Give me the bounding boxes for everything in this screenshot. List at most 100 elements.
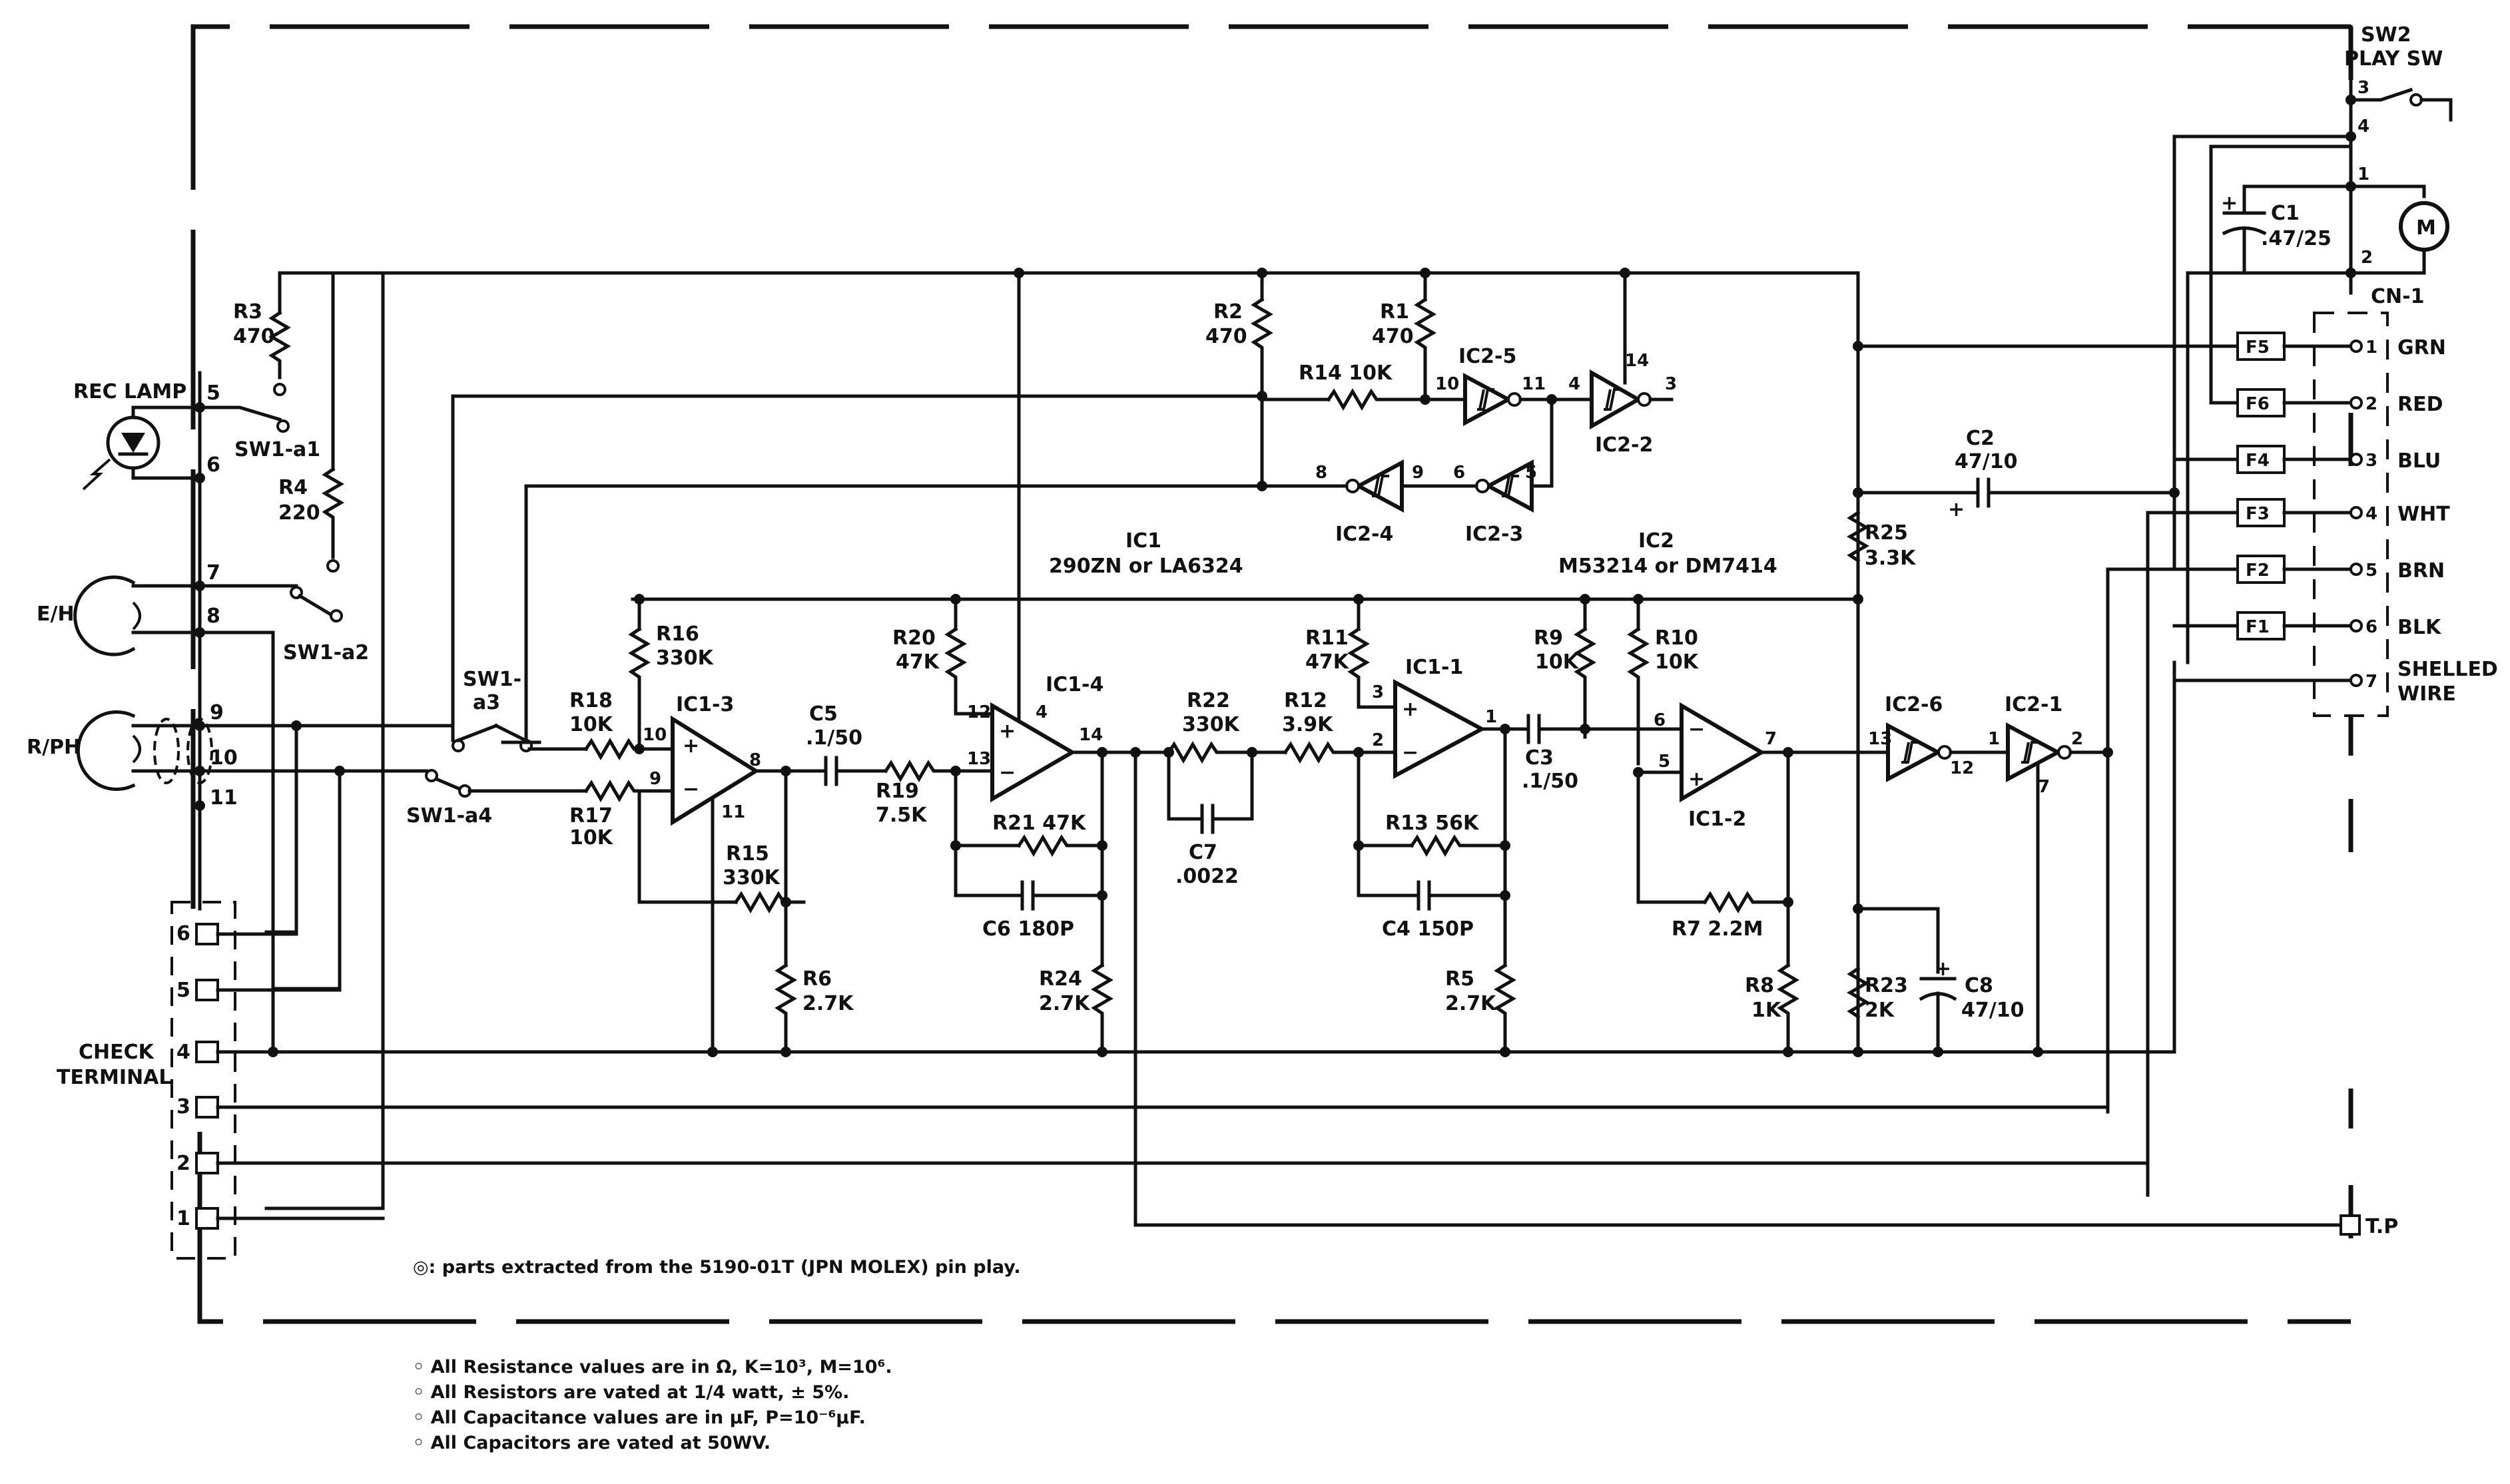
- svg-text:.1/50: .1/50: [806, 726, 862, 750]
- note-1: ◦ All Resistance values are in Ω, K=10³,…: [413, 1357, 892, 1377]
- r25-label: R25: [1865, 521, 1908, 545]
- note-4: ◦ All Capacitors are vated at 50WV.: [413, 1433, 771, 1453]
- notes: ◎: parts extracted from the 5190-01T (JP…: [413, 1257, 1021, 1453]
- sw1-section: R3 470 SW1-a1 R4 220 SW1-a2 SW1- a3: [198, 271, 1264, 1210]
- sw1-a2-label: SW1-a2: [283, 641, 369, 664]
- svg-text:11: 11: [1522, 374, 1546, 394]
- svg-text:12: 12: [1950, 758, 1974, 778]
- r6-label: R6: [802, 967, 832, 991]
- check-pin-5: 5: [176, 979, 342, 1002]
- svg-text:2: 2: [2071, 729, 2083, 749]
- svg-text:470: 470: [1372, 325, 1414, 348]
- cn1-row-shelled: 7 SHELLED WIRE: [2172, 658, 2498, 706]
- svg-text:SHELLED: SHELLED: [2397, 658, 2498, 681]
- svg-text:4: 4: [1036, 702, 1048, 722]
- svg-text:−: −: [1402, 741, 1418, 764]
- c3-label: C3: [1525, 746, 1554, 770]
- ic2-top-chain: R2 470 R1 470 R14 10K IC2-5 10 11 IC2-2 …: [1205, 268, 1677, 546]
- ic2-6-label: IC2-6: [1885, 693, 1943, 716]
- svg-text:3: 3: [1372, 682, 1384, 702]
- svg-text:13: 13: [1868, 729, 1892, 749]
- svg-text:6: 6: [2365, 617, 2377, 637]
- svg-text:10K: 10K: [569, 713, 614, 736]
- svg-text:7: 7: [1765, 729, 1777, 749]
- r10-label: R10: [1655, 626, 1698, 650]
- r24-label: R24: [1039, 967, 1082, 991]
- wire-blu: BLU: [2397, 449, 2441, 473]
- svg-text:WIRE: WIRE: [2397, 682, 2456, 706]
- r8-label: R8: [1745, 974, 1774, 997]
- c6-label: C6 180P: [982, 917, 1074, 941]
- r13-label: R13 56K: [1385, 812, 1480, 835]
- wire-brn: BRN: [2397, 559, 2445, 583]
- svg-text:2.7K: 2.7K: [1445, 992, 1497, 1015]
- ic2-1-label: IC2-1: [2005, 693, 2062, 716]
- check-terminal-label-2: TERMINAL: [57, 1066, 172, 1089]
- check-terminal-label-1: CHECK: [79, 1041, 155, 1064]
- svg-text:+: +: [683, 734, 699, 758]
- svg-text:4: 4: [176, 1041, 190, 1064]
- svg-text:1: 1: [176, 1207, 190, 1230]
- ic1-2-stage: R9 10K R10 10K − + IC1-2 6 5 7 R7 2.2M R…: [1534, 594, 1890, 1057]
- svg-text:9: 9: [649, 769, 661, 789]
- svg-text:+: +: [999, 720, 1016, 743]
- svg-text:10K: 10K: [1535, 650, 1580, 674]
- ic2-label: IC2: [1638, 529, 1674, 553]
- eh-label: E/H: [37, 603, 75, 626]
- svg-text:8: 8: [1315, 463, 1327, 483]
- svg-text:+: +: [2221, 192, 2238, 215]
- cn1-row-blu: F4 3 BLU: [2172, 445, 2441, 474]
- svg-text:3: 3: [2365, 451, 2377, 471]
- ic1-1-stage: R11 47K + − IC1-1 3 2 1 R13 56K C4 150P …: [1305, 594, 1647, 1057]
- svg-text:6: 6: [1654, 710, 1666, 730]
- svg-text:1: 1: [1988, 729, 2000, 749]
- svg-text:3.3K: 3.3K: [1865, 547, 1917, 570]
- c8-label: C8: [1965, 974, 1993, 997]
- svg-text:6: 6: [1453, 463, 1465, 483]
- svg-text:2: 2: [1372, 730, 1384, 750]
- svg-text:13: 13: [967, 749, 991, 769]
- check-pin-2: 2: [176, 1152, 2150, 1175]
- svg-text:11: 11: [721, 802, 745, 822]
- svg-text:F1: F1: [2246, 617, 2270, 637]
- ic1-1-opamp: [1393, 678, 1486, 780]
- svg-text:14: 14: [1079, 725, 1103, 745]
- c7-label: C7: [1189, 841, 1217, 864]
- svg-text:5: 5: [1658, 752, 1670, 772]
- sw2-sub-label: PLAY SW: [2344, 47, 2443, 71]
- wire-blk: BLK: [2397, 616, 2442, 639]
- svg-text:6: 6: [176, 922, 190, 945]
- svg-text:1: 1: [2365, 338, 2377, 358]
- r9-label: R9: [1534, 626, 1563, 650]
- ic1-4-opamp: [990, 702, 1076, 803]
- r15-label: R15: [726, 842, 769, 866]
- svg-text:7: 7: [2038, 777, 2050, 797]
- wire-wht: WHT: [2397, 503, 2450, 526]
- ic1-part: 290ZN or LA6324: [1049, 555, 1243, 578]
- ic1-label: IC1: [1125, 529, 1161, 553]
- wire-grn: GRN: [2397, 336, 2446, 360]
- svg-text:F5: F5: [2246, 338, 2270, 358]
- svg-text:2.7K: 2.7K: [1039, 992, 1091, 1015]
- ic1-4-label: IC1-4: [1046, 673, 1103, 696]
- cn1-connector: CN-1 F5 1 GRN F6 2 RED F4: [1133, 144, 2498, 1322]
- svg-text:.1/50: .1/50: [1522, 770, 1578, 793]
- r2-label: R2: [1213, 300, 1243, 324]
- r17-label: R17: [569, 804, 613, 828]
- cn1-row-grn: F5 1 GRN: [1856, 332, 2446, 361]
- svg-text:330K: 330K: [723, 866, 781, 889]
- svg-text:+: +: [1948, 498, 1965, 521]
- svg-text:330K: 330K: [1182, 713, 1241, 736]
- r16-label: R16: [656, 622, 699, 646]
- c5-label: C5: [809, 702, 838, 726]
- r14-label: R14 10K: [1299, 362, 1393, 385]
- ic-part-labels: IC1 290ZN or LA6324 IC2 M53214 or DM7414: [1049, 529, 1777, 578]
- svg-text:2: 2: [176, 1152, 190, 1175]
- cn1-row-wht: F3 4 WHT: [2146, 498, 2450, 1197]
- r3-label: R3: [233, 300, 262, 324]
- ic1-3-stage: R18 10K R17 10K R16 330K R15 330K + − IC…: [569, 594, 969, 1057]
- svg-text:47/10: 47/10: [1955, 450, 2017, 473]
- svg-text:5: 5: [206, 381, 220, 405]
- ic2-2-gate: [1590, 369, 1643, 430]
- ic1-4-stage: R20 47K + − IC1-4 12 13 4 14 R21 47K C6 …: [892, 268, 1171, 1227]
